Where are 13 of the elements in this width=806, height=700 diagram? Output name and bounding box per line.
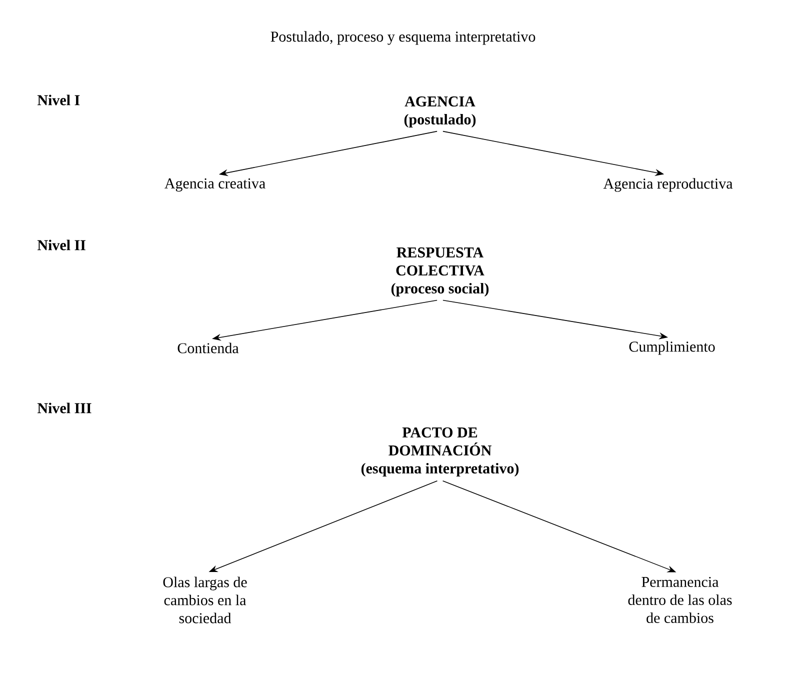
concept-heading: AGENCIA (postulado)	[404, 96, 476, 128]
category-text: Agencia reproductiva	[603, 178, 733, 192]
level-label: Nivel III	[38, 402, 92, 414]
category-text: Permanencia dentro de las olas de cambios	[628, 576, 732, 624]
diagram-title: Postulado, proceso y esquema interpretativo	[270, 31, 536, 45]
concept-heading: PACTO DE DOMINACIÓN (esquema interpretativo)	[361, 427, 519, 477]
category-text: Agencia creativa	[164, 178, 266, 192]
level-label: Nivel II	[38, 240, 86, 250]
category-text: Contienda	[178, 342, 239, 354]
category-text: Cumplimiento	[629, 341, 715, 355]
category-text: Olas largas de cambios en la sociedad	[163, 576, 247, 624]
level-label: Nivel I	[38, 94, 80, 106]
concept-heading: RESPUESTA COLECTIVA (proceso social)	[391, 247, 489, 297]
